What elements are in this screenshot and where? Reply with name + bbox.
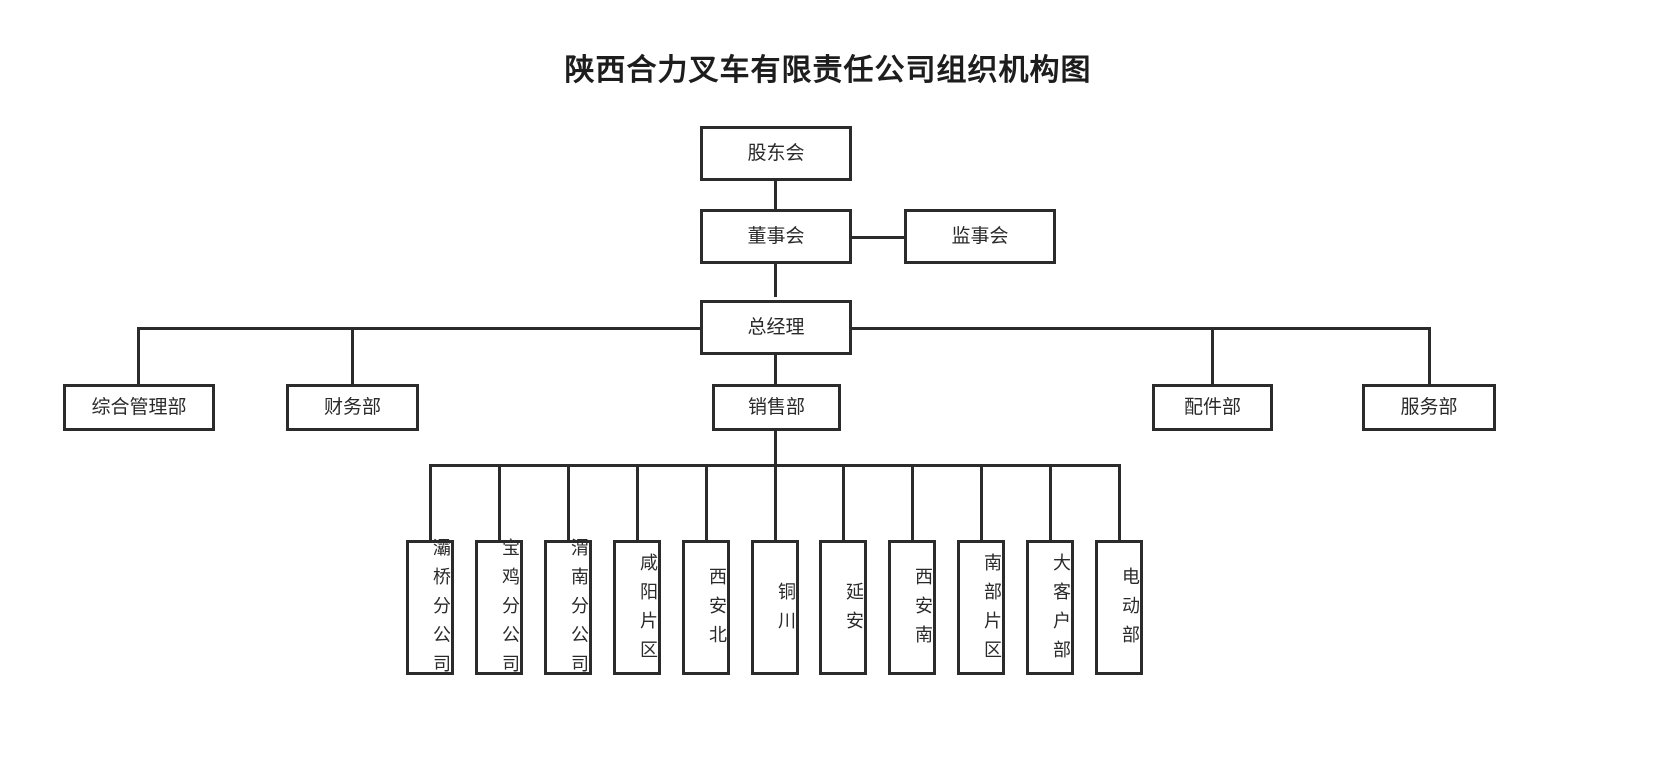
page-title: 陕西合力叉车有限责任公司组织机构图 <box>564 53 1092 88</box>
connector-drop-unit-3 <box>567 464 570 540</box>
node-dept-sales[interactable]: 销售部 <box>712 384 841 431</box>
connector-drop-dept-1 <box>137 327 140 384</box>
node-unit-southern-area[interactable]: 南部片区 <box>957 540 1005 675</box>
node-dept-finance[interactable]: 财务部 <box>286 384 419 431</box>
connector-sales-bus <box>429 464 1118 467</box>
node-unit-baoji-branch[interactable]: 宝鸡分公司 <box>475 538 523 683</box>
node-unit-tongchuan[interactable]: 铜川 <box>751 540 799 675</box>
node-general-manager[interactable]: 总经理 <box>700 300 852 355</box>
connector-drop-unit-4 <box>636 464 639 540</box>
node-board-of-directors[interactable]: 董事会 <box>700 209 852 264</box>
connector-drop-unit-2 <box>498 464 501 540</box>
node-unit-electric[interactable]: 电动部 <box>1095 540 1143 675</box>
node-shareholders[interactable]: 股东会 <box>700 126 852 181</box>
connector-drop-dept-2 <box>351 327 354 384</box>
connector-gm-bus-left <box>137 327 700 330</box>
connector-drop-unit-1 <box>429 464 432 540</box>
node-dept-service[interactable]: 服务部 <box>1362 384 1496 431</box>
connector-drop-unit-11 <box>1118 464 1121 540</box>
connector-board-supervisors <box>851 236 906 239</box>
connector-shareholders-board <box>774 180 777 210</box>
connector-drop-unit-9 <box>980 464 983 540</box>
connector-drop-dept-4 <box>1211 327 1214 384</box>
connector-drop-unit-6 <box>774 464 777 540</box>
node-unit-xian-north[interactable]: 西安北 <box>682 540 730 675</box>
connector-board-gm <box>774 263 777 297</box>
node-unit-yanan[interactable]: 延安 <box>819 540 867 675</box>
node-unit-xian-south[interactable]: 西安南 <box>888 540 936 675</box>
connector-drop-unit-8 <box>911 464 914 540</box>
connector-drop-unit-7 <box>842 464 845 540</box>
connector-gm-bus-right <box>849 327 1431 330</box>
node-board-of-supervisors[interactable]: 监事会 <box>904 209 1056 264</box>
connector-drop-unit-5 <box>705 464 708 540</box>
node-dept-parts[interactable]: 配件部 <box>1152 384 1273 431</box>
node-unit-key-accounts[interactable]: 大客户部 <box>1026 540 1074 675</box>
connector-sales-stem <box>774 430 777 465</box>
node-unit-baqiao-branch[interactable]: 灞桥分公司 <box>406 538 454 683</box>
connector-drop-dept-5 <box>1428 327 1431 384</box>
node-unit-xianyang-area[interactable]: 咸阳片区 <box>613 540 661 675</box>
connector-drop-unit-10 <box>1049 464 1052 540</box>
connector-drop-dept-3 <box>774 348 777 384</box>
node-dept-general-management[interactable]: 综合管理部 <box>63 384 215 431</box>
node-unit-weinan-branch[interactable]: 渭南分公司 <box>544 538 592 683</box>
